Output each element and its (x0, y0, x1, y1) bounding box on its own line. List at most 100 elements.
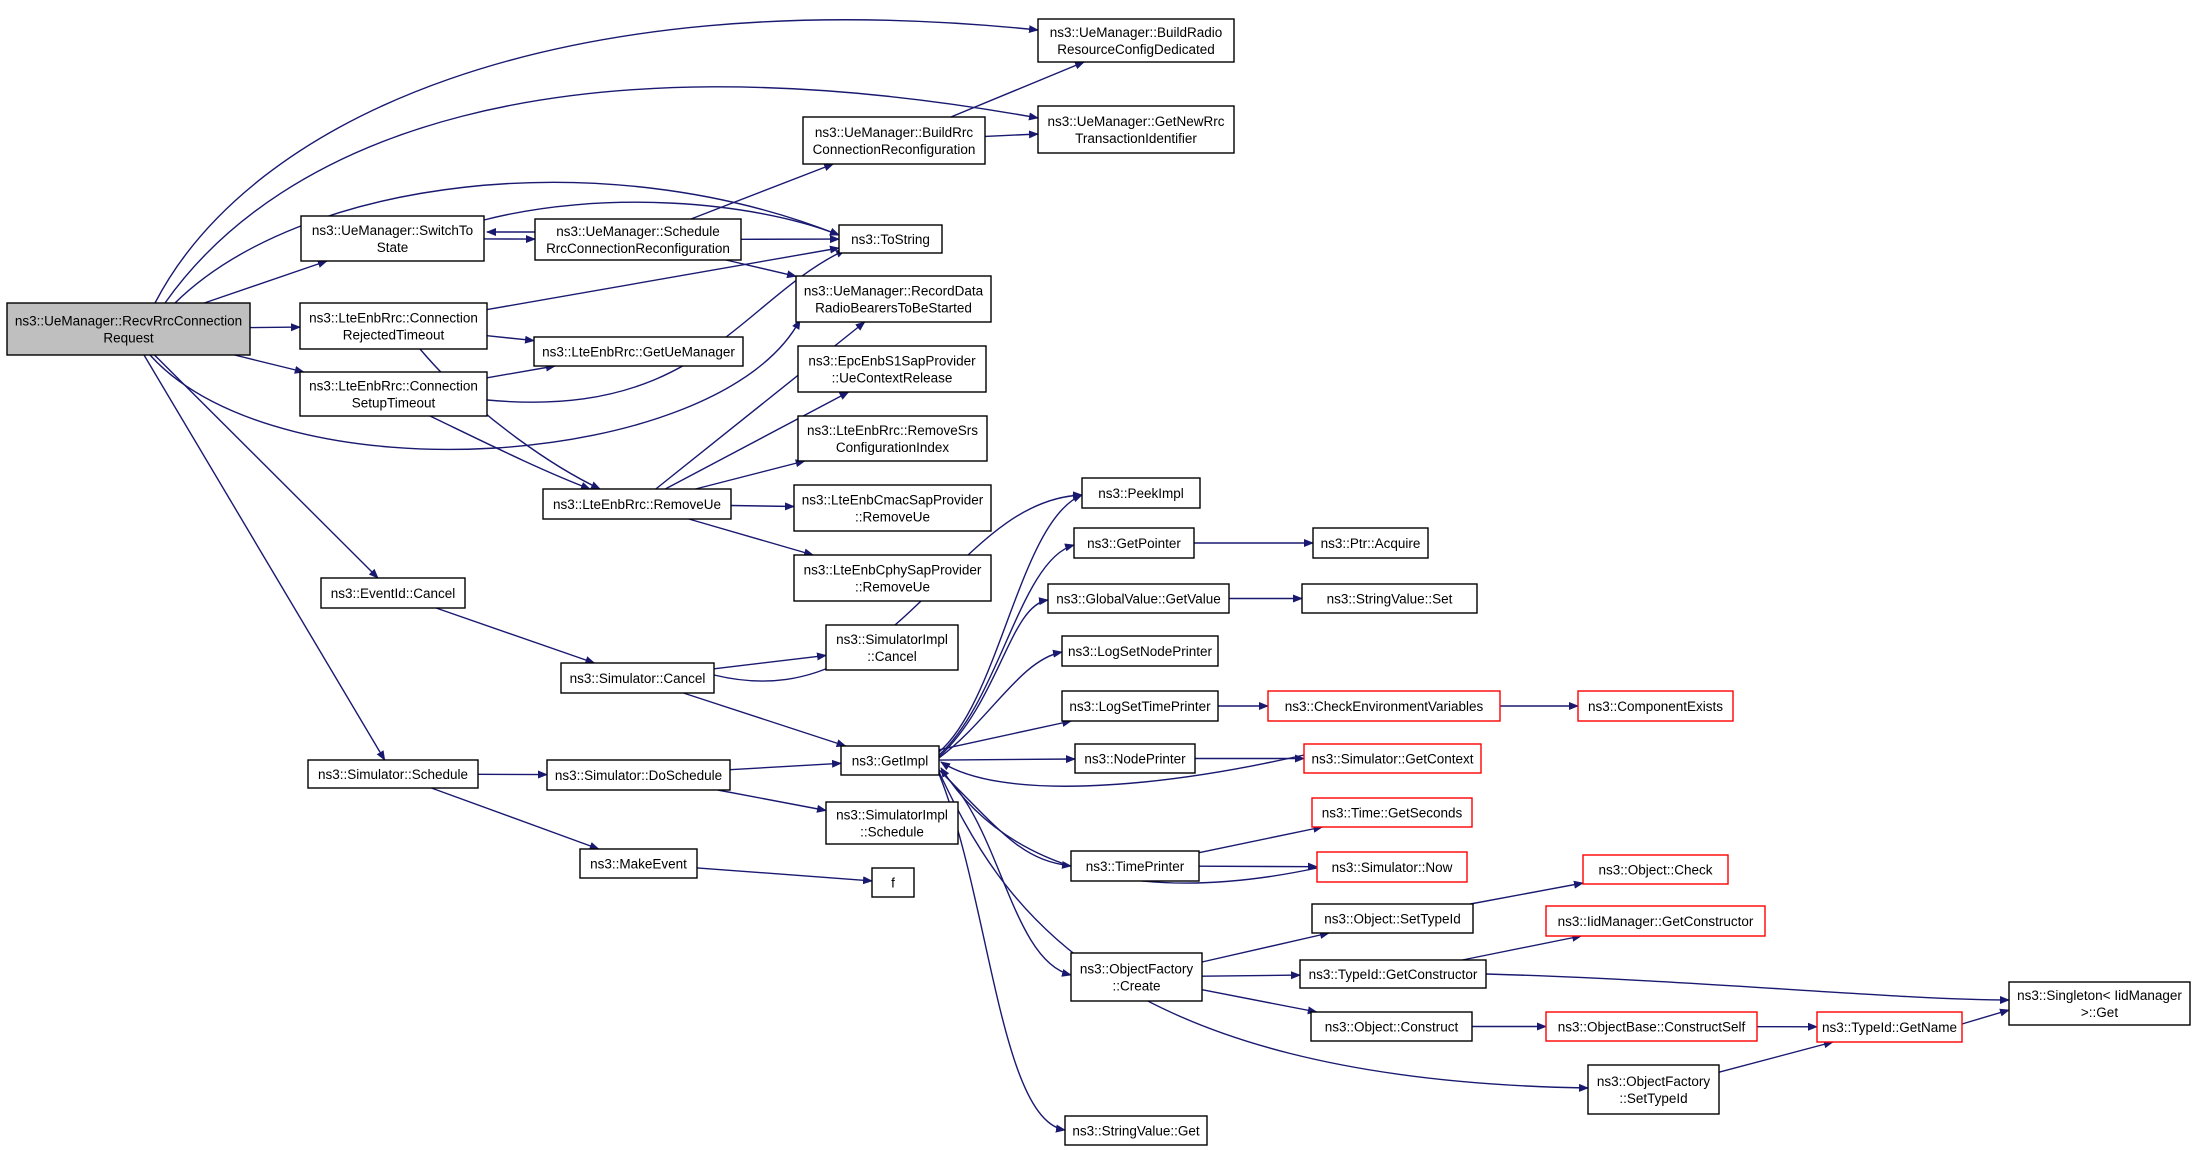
node-buildRadio[interactable]: ns3::UeManager::BuildRadioResourceConfig… (1037, 18, 1235, 63)
node-setTypeId[interactable]: ns3::Object::SetTypeId (1311, 903, 1474, 934)
node-label: ns3::PeekImpl (1098, 486, 1184, 501)
node-box (802, 116, 986, 165)
node-box (1074, 743, 1196, 774)
node-logTime[interactable]: ns3::LogSetTimePrinter (1061, 690, 1219, 722)
node-objConstruct[interactable]: ns3::Object::Construct (1310, 1011, 1473, 1042)
node-checkEnv[interactable]: ns3::CheckEnvironmentVariables (1267, 690, 1501, 722)
node-label: ns3::SimulatorImpl (836, 808, 948, 823)
node-box (1316, 851, 1468, 883)
node-simCancel[interactable]: ns3::Simulator::Cancel (560, 662, 715, 694)
node-box (1047, 583, 1230, 614)
node-box (1301, 583, 1478, 614)
edge-simSchedule-to-makeEvent (431, 787, 600, 850)
node-compExists[interactable]: ns3::ComponentExists (1577, 690, 1734, 722)
node-box (533, 336, 744, 367)
node-label: ns3::LteEnbRrc::Connection (309, 311, 478, 326)
edge-connRejected-to-removeUe (419, 348, 601, 490)
edge-timePrinter-to-simNow (1198, 862, 1318, 871)
node-label: ns3::MakeEvent (590, 857, 687, 872)
node-label: ns3::LteEnbRrc::GetUeManager (542, 345, 735, 360)
node-label: ns3::EpcEnbS1SapProvider (808, 354, 976, 369)
node-connRejected[interactable]: ns3::LteEnbRrc::ConnectionRejectedTimeou… (299, 302, 488, 350)
node-getNewRrc[interactable]: ns3::UeManager::GetNewRrcTransactionIden… (1037, 105, 1235, 154)
node-typeIdGetCons[interactable]: ns3::TypeId::GetConstructor (1299, 959, 1487, 989)
node-removeSrs[interactable]: ns3::LteEnbRrc::RemoveSrsConfigurationIn… (797, 415, 988, 462)
node-toString[interactable]: ns3::ToString (838, 224, 943, 254)
node-objCheck[interactable]: ns3::Object::Check (1582, 854, 1729, 885)
node-eventCancel[interactable]: ns3::EventId::Cancel (320, 577, 466, 609)
node-label: f (891, 876, 895, 891)
node-label: ns3::Object::Construct (1325, 1020, 1459, 1035)
node-svSet[interactable]: ns3::StringValue::Set (1301, 583, 1478, 614)
edge-getContext-to-getImpl (940, 754, 1305, 787)
node-box (1303, 743, 1482, 774)
node-ofSetTypeId[interactable]: ns3::ObjectFactory::SetTypeId (1587, 1064, 1720, 1115)
node-singleton[interactable]: ns3::Singleton< IidManager>::Get (2008, 981, 2191, 1026)
node-box (871, 867, 915, 898)
node-timePrinter[interactable]: ns3::TimePrinter (1070, 850, 1200, 882)
node-box (546, 759, 731, 791)
node-box (1070, 850, 1200, 882)
node-svGet[interactable]: ns3::StringValue::Get (1064, 1115, 1208, 1146)
node-getSeconds[interactable]: ns3::Time::GetSeconds (1311, 797, 1473, 828)
node-label: ns3::LogSetTimePrinter (1069, 699, 1211, 714)
node-ptrAcquire[interactable]: ns3::Ptr::Acquire (1312, 527, 1429, 559)
node-f[interactable]: f (871, 867, 915, 898)
node-box (1577, 690, 1734, 722)
node-label: ns3::ComponentExists (1588, 699, 1723, 714)
node-simImplCancel[interactable]: ns3::SimulatorImpl::Cancel (825, 624, 959, 671)
node-label: ::SetTypeId (1619, 1091, 1687, 1106)
node-box (1070, 952, 1203, 1002)
node-gvGetValue[interactable]: ns3::GlobalValue::GetValue (1047, 583, 1230, 614)
edge-makeEvent-to-f (696, 867, 873, 885)
node-removeUe[interactable]: ns3::LteEnbRrc::RemoveUe (542, 488, 732, 520)
edge-getImpl-to-logTime (938, 719, 1073, 751)
node-label: ns3::StringValue::Get (1072, 1124, 1200, 1139)
node-getContext[interactable]: ns3::Simulator::GetContext (1303, 743, 1482, 774)
node-getUeManager[interactable]: ns3::LteEnbRrc::GetUeManager (533, 336, 744, 367)
node-label: ns3::LteEnbRrc::Connection (309, 379, 478, 394)
node-label: RrcConnectionReconfiguration (546, 241, 730, 256)
node-box (300, 215, 485, 262)
node-peekImpl[interactable]: ns3::PeekImpl (1081, 477, 1201, 509)
node-simSchedule[interactable]: ns3::Simulator::Schedule (307, 759, 479, 789)
node-box (299, 302, 488, 350)
node-schedRrc[interactable]: ns3::UeManager::ScheduleRrcConnectionRec… (534, 218, 742, 261)
node-doSchedule[interactable]: ns3::Simulator::DoSchedule (546, 759, 731, 791)
node-buildRrc[interactable]: ns3::UeManager::BuildRrcConnectionReconf… (802, 116, 986, 165)
node-label: ns3::Time::GetSeconds (1322, 806, 1463, 821)
node-nodePrinter[interactable]: ns3::NodePrinter (1074, 743, 1196, 774)
node-ofCreate[interactable]: ns3::ObjectFactory::Create (1070, 952, 1203, 1002)
edge-getImpl-to-timePrinter (938, 769, 1072, 869)
node-makeEvent[interactable]: ns3::MakeEvent (579, 848, 698, 879)
node-label: ns3::ObjectFactory (1080, 962, 1194, 977)
node-cphyRemove[interactable]: ns3::LteEnbCphySapProvider::RemoveUe (793, 554, 992, 602)
node-getPointer[interactable]: ns3::GetPointer (1073, 527, 1195, 559)
node-box (307, 759, 479, 789)
node-recordData[interactable]: ns3::UeManager::RecordDataRadioBearersTo… (795, 275, 992, 323)
node-simNow[interactable]: ns3::Simulator::Now (1316, 851, 1468, 883)
node-label: ns3::TimePrinter (1086, 859, 1185, 874)
edge-ofSetTypeId-to-typeIdGetName (1718, 1040, 1834, 1073)
edge-root-to-getNewRrc (164, 86, 1039, 304)
node-box (1299, 959, 1487, 989)
node-getImpl[interactable]: ns3::GetImpl (840, 745, 940, 776)
node-label: ns3::LteEnbCphySapProvider (804, 563, 982, 578)
node-box (6, 302, 251, 356)
node-label: ns3::TypeId::GetName (1822, 1020, 1957, 1035)
node-label: ns3::IidManager::GetConstructor (1558, 914, 1754, 929)
node-constructSelf[interactable]: ns3::ObjectBase::ConstructSelf (1545, 1011, 1758, 1042)
node-cmacRemove[interactable]: ns3::LteEnbCmacSapProvider::RemoveUe (793, 484, 992, 532)
node-simImplSchedule[interactable]: ns3::SimulatorImpl::Schedule (825, 801, 959, 845)
node-iidGetCons[interactable]: ns3::IidManager::GetConstructor (1545, 905, 1766, 937)
node-logNode[interactable]: ns3::LogSetNodePrinter (1061, 635, 1219, 667)
node-box (1073, 527, 1195, 559)
node-epcRelease[interactable]: ns3::EpcEnbS1SapProvider::UeContextRelea… (797, 345, 987, 393)
edge-timePrinter-to-getSeconds (1198, 824, 1324, 854)
node-label: ns3::EventId::Cancel (331, 586, 456, 601)
node-typeIdGetName[interactable]: ns3::TypeId::GetName (1816, 1011, 1963, 1043)
edge-getImpl-to-nodePrinter (938, 755, 1076, 764)
